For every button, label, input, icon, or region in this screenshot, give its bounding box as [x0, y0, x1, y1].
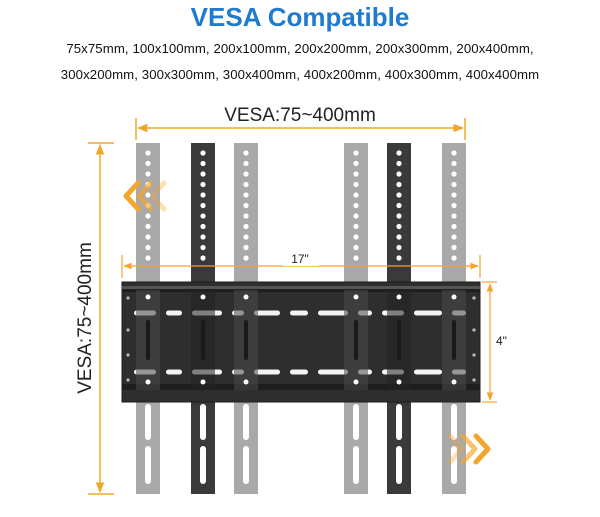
wall-bracket — [121, 281, 481, 403]
vesa-sizes-line-1: 75x75mm, 100x100mm, 200x100mm, 200x200mm… — [66, 41, 534, 56]
page-title: VESA Compatible — [190, 2, 410, 32]
bracket-height-label: 4" — [496, 334, 507, 348]
arm-right-inner-front — [387, 290, 411, 390]
arm-left-middle-front — [234, 290, 258, 390]
vesa-width-dimension: VESA:75~400mm — [135, 105, 466, 140]
vesa-width-label: VESA:75~400mm — [224, 105, 376, 126]
double-chevron-left-icon — [123, 180, 167, 212]
arm-right-middle-front — [344, 290, 368, 390]
arm-left-outer-front — [136, 290, 160, 390]
arm-right-outer-front — [442, 290, 466, 390]
vesa-sizes-line-2: 300x200mm, 300x300mm, 300x400mm, 400x200… — [60, 67, 540, 82]
bracket-height-dimension: 4" — [482, 281, 507, 403]
adapter-arms-overlay — [136, 290, 466, 390]
bracket-width-label: 17" — [291, 252, 309, 266]
vesa-height-dimension: VESA:75~400mm — [75, 142, 114, 495]
bracket-width-dimension: 17" — [121, 252, 481, 278]
vesa-height-label: VESA:75~400mm — [75, 242, 96, 394]
arm-left-inner-front — [191, 290, 215, 390]
double-chevron-right-icon — [447, 433, 491, 465]
